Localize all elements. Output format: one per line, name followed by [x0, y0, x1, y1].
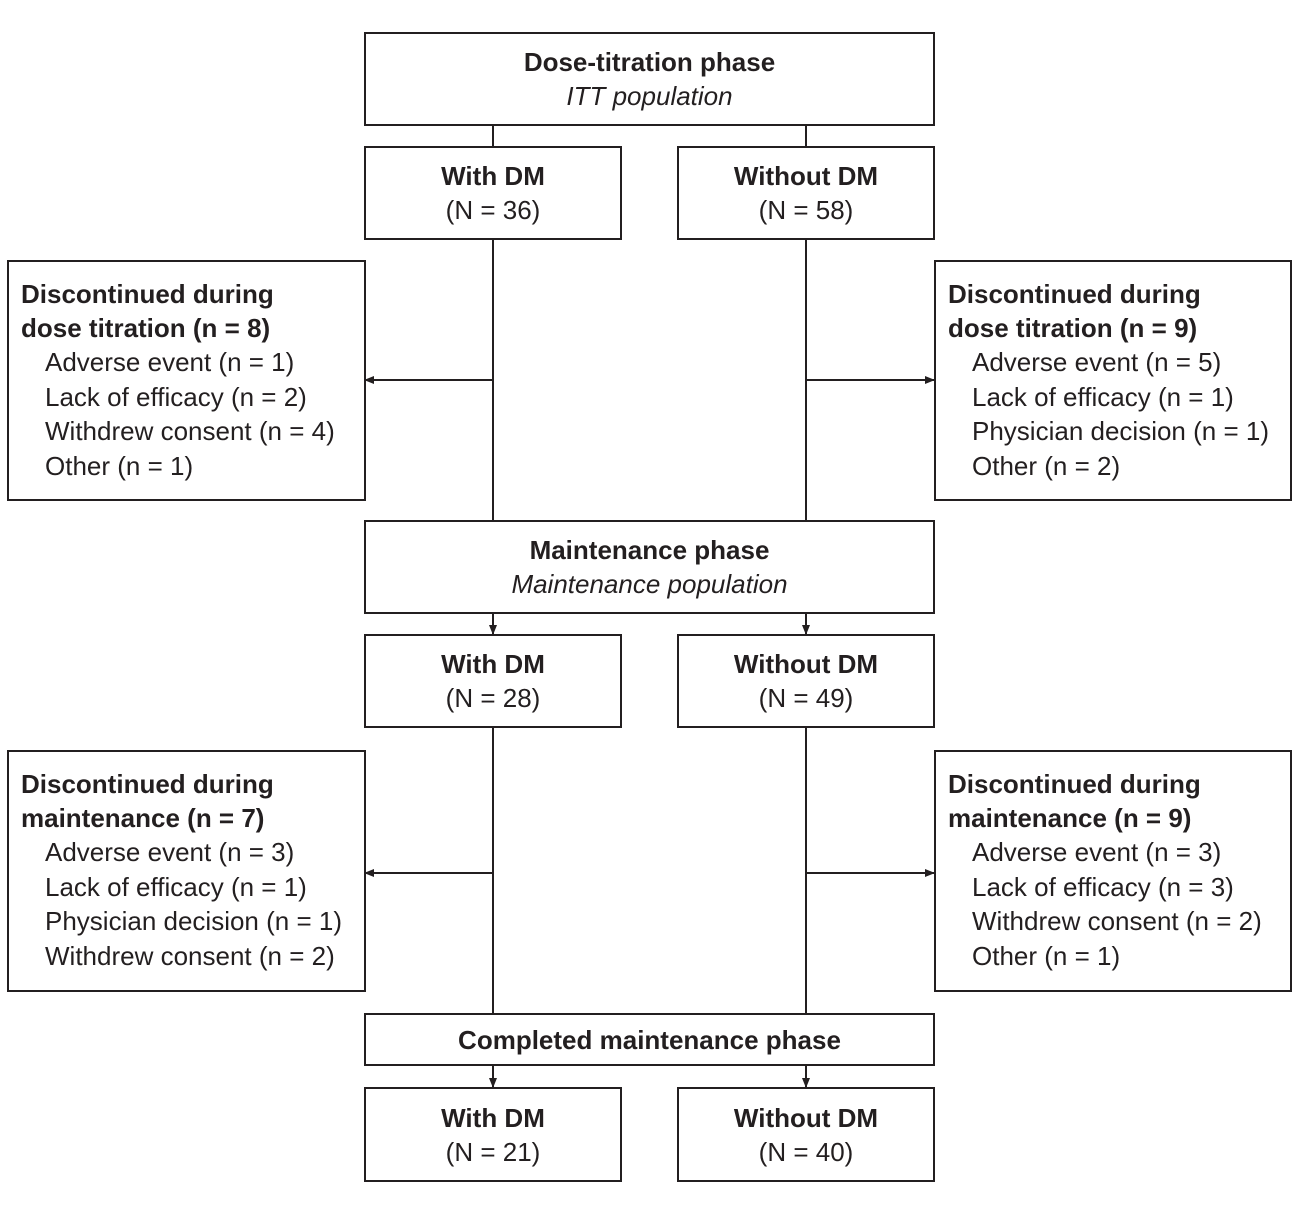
titration-disc-left-reason: Withdrew consent (n = 4) — [45, 416, 335, 446]
maintenance-disc-left-reason: Lack of efficacy (n = 1) — [45, 871, 307, 902]
titration-disc-right-heading-1: Discontinued during — [948, 279, 1201, 309]
maintenance-disc-right-reason: Withdrew consent (n = 2) — [972, 906, 1262, 936]
titration-disc-left-heading-1: Discontinued during — [21, 279, 274, 309]
titration-disc-left-reason: Lack of efficacy (n = 2) — [45, 381, 307, 412]
titration-phase-title: Dose-titration phase — [523, 47, 776, 77]
maintenance-without-dm-box: Without DM (N = 49) — [677, 634, 935, 728]
maintenance-disc-right-reason: Lack of efficacy (n = 3) — [972, 871, 1234, 902]
maintenance-phase-title: Maintenance phase — [529, 535, 770, 565]
maintenance-without-dm-count: (N = 49) — [758, 683, 854, 713]
maintenance-disc-right-heading-1: Discontinued during — [948, 769, 1201, 799]
titration-discontinued-right-box: Discontinued during dose titration (n = … — [934, 260, 1292, 501]
maintenance-discontinued-right-box: Discontinued during maintenance (n = 9) … — [934, 750, 1292, 992]
maintenance-discontinued-left-box: Discontinued during maintenance (n = 7) … — [7, 750, 366, 992]
completed-phase-box: Completed maintenance phase — [364, 1013, 935, 1066]
completed-without-dm-count: (N = 40) — [758, 1136, 854, 1167]
titration-without-dm-count: (N = 58) — [758, 195, 854, 225]
completed-with-dm-label: With DM — [441, 1102, 545, 1133]
maintenance-without-dm-label: Without DM — [733, 649, 879, 679]
titration-with-dm-box: With DM (N = 36) — [364, 146, 622, 240]
titration-discontinued-left-box: Discontinued during dose titration (n = … — [7, 260, 366, 501]
maintenance-disc-left-reason: Adverse event (n = 3) — [45, 837, 295, 867]
titration-disc-left-heading-2: dose titration (n = 8) — [21, 313, 271, 343]
titration-disc-right-reason: Other (n = 2) — [972, 450, 1121, 481]
titration-without-dm-label: Without DM — [733, 161, 879, 191]
completed-without-dm-box: Without DM (N = 40) — [677, 1087, 935, 1182]
maintenance-disc-left-heading-2: maintenance (n = 7) — [21, 803, 265, 833]
maintenance-phase-subtitle: Maintenance population — [511, 569, 788, 599]
completed-phase-title: Completed maintenance phase — [458, 1024, 841, 1055]
titration-disc-left-reason: Adverse event (n = 1) — [45, 347, 295, 377]
titration-disc-right-reason: Lack of efficacy (n = 1) — [972, 381, 1234, 412]
titration-disc-right-reason: Adverse event (n = 5) — [972, 347, 1222, 377]
titration-with-dm-count: (N = 36) — [445, 195, 541, 225]
completed-with-dm-count: (N = 21) — [445, 1136, 541, 1167]
titration-phase-box: Dose-titration phase ITT population — [364, 32, 935, 126]
maintenance-disc-right-reason: Other (n = 1) — [972, 940, 1121, 971]
maintenance-with-dm-label: With DM — [441, 649, 545, 679]
titration-disc-left-reason: Other (n = 1) — [45, 450, 194, 481]
titration-with-dm-label: With DM — [441, 161, 545, 191]
titration-disc-right-reason: Physician decision (n = 1) — [972, 416, 1269, 446]
maintenance-disc-right-reason: Adverse event (n = 3) — [972, 837, 1222, 867]
maintenance-disc-right-heading-2: maintenance (n = 9) — [948, 803, 1192, 833]
maintenance-disc-left-reason: Physician decision (n = 1) — [45, 906, 342, 936]
maintenance-with-dm-box: With DM (N = 28) — [364, 634, 622, 728]
completed-without-dm-label: Without DM — [733, 1102, 879, 1133]
maintenance-disc-left-heading-1: Discontinued during — [21, 769, 274, 799]
maintenance-disc-left-reason: Withdrew consent (n = 2) — [45, 940, 335, 971]
completed-with-dm-box: With DM (N = 21) — [364, 1087, 622, 1182]
maintenance-with-dm-count: (N = 28) — [445, 683, 541, 713]
maintenance-phase-box: Maintenance phase Maintenance population — [364, 520, 935, 614]
titration-without-dm-box: Without DM (N = 58) — [677, 146, 935, 240]
titration-disc-right-heading-2: dose titration (n = 9) — [948, 313, 1198, 343]
titration-phase-subtitle: ITT population — [566, 81, 733, 111]
